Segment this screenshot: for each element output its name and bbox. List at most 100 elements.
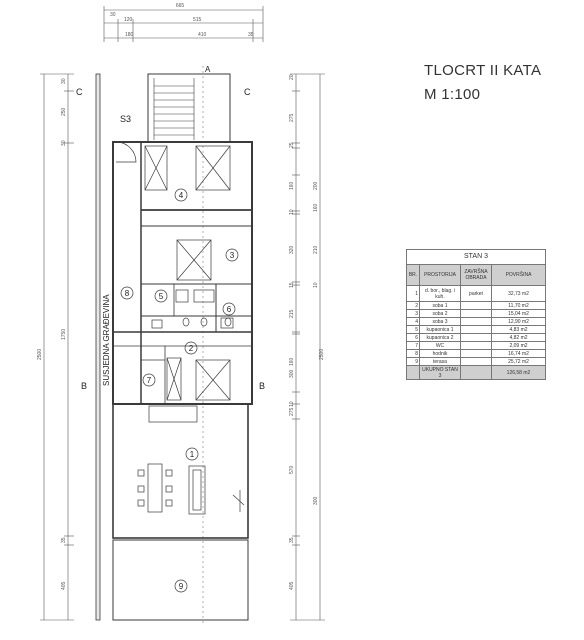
dim-left-30b: 30 <box>61 140 67 146</box>
dim-top-overall: 665 <box>176 3 185 9</box>
drawing-title: TLOCRT II KATA <box>424 62 542 79</box>
legend-row-finish: parket <box>460 285 492 302</box>
neighbor-building-label: SUSJEDNA GRAĐEVINA <box>102 294 111 386</box>
dim-right-210: 210 <box>313 245 319 254</box>
legend-row: 2 soba 1 11,70 m2 <box>406 301 546 310</box>
legend-header-room: PROSTORIJA <box>419 264 461 286</box>
section-label-b-left: B <box>81 381 87 391</box>
legend-header-finish: ZAVRŠNA OBRADA <box>460 264 492 286</box>
dim-left-405: 405 <box>61 581 67 590</box>
dim-left-35: 35 <box>61 537 67 543</box>
legend-header-area: POVRŠINA <box>491 264 546 286</box>
legend-caption: STAN 3 <box>406 249 546 265</box>
dim-left-30: 30 <box>61 78 67 84</box>
dim-right-275a: 275 <box>289 113 295 122</box>
legend-row: 8 hodnik 16,74 m2 <box>406 349 546 358</box>
legend-row-area: 25,72 m2 <box>491 357 546 366</box>
room-number-5: 5 <box>159 292 164 301</box>
legend-row-room: kupaonica 1 <box>419 325 461 334</box>
legend-row-area: 32,73 m2 <box>491 285 546 302</box>
legend-row-finish <box>460 309 492 318</box>
legend-row-num: 1 <box>406 285 420 302</box>
dim-right-300b: 300 <box>313 496 319 505</box>
legend-row-finish <box>460 341 492 350</box>
dim-top-35: 35 <box>248 32 254 38</box>
room-number-7: 7 <box>147 376 152 385</box>
legend-row-area: 11,70 m2 <box>491 301 546 310</box>
section-label-c-right: C <box>244 87 251 97</box>
legend-row-area: 12,90 m2 <box>491 317 546 326</box>
dim-right-20: 20 <box>289 74 295 80</box>
legend-row-num: 4 <box>406 317 420 326</box>
dim-right-405: 405 <box>289 581 295 590</box>
area-legend-table: STAN 3 BR. PROSTORIJA ZAVRŠNA OBRADA POV… <box>406 249 546 380</box>
legend-row: 4 soba 3 12,90 m2 <box>406 317 546 326</box>
legend-row-finish <box>460 301 492 310</box>
legend-row-room: terasa <box>419 357 461 366</box>
room-number-8: 8 <box>125 289 130 298</box>
legend-row-room: soba 1 <box>419 301 461 310</box>
legend-row-num: 6 <box>406 333 420 342</box>
stair-label: S3 <box>120 114 131 124</box>
dim-right-215: 215 <box>289 309 295 318</box>
dim-top-515: 515 <box>193 17 202 23</box>
legend-row-room: kupaonica 2 <box>419 333 461 342</box>
legend-row-num: 5 <box>406 325 420 334</box>
dim-right-10b: 10 <box>289 401 295 407</box>
dim-right-25: 25 <box>289 142 295 148</box>
legend-row: 5 kupaonica 1 4,83 m2 <box>406 325 546 334</box>
room-number-4: 4 <box>179 191 184 200</box>
legend-row-num: 9 <box>406 357 420 366</box>
legend-row-room: WC <box>419 341 461 350</box>
top-dimension-lines <box>103 6 264 42</box>
dim-right-10a: 10 <box>289 209 295 215</box>
legend-row-finish <box>460 357 492 366</box>
legend-row-area: 15,04 m2 <box>491 309 546 318</box>
furniture <box>115 141 245 515</box>
legend-row-finish <box>460 317 492 326</box>
room-number-9: 9 <box>179 582 184 591</box>
legend-row-room: d. bor., blag. i kuh. <box>419 285 461 302</box>
dim-right-15: 15 <box>289 282 295 288</box>
dim-right-160c: 160 <box>313 203 319 212</box>
section-label-b-right: B <box>259 381 265 391</box>
legend-row-num: 2 <box>406 301 420 310</box>
legend-row-area: 2,09 m2 <box>491 341 546 350</box>
legend-row: 6 kupaonica 2 4,82 m2 <box>406 333 546 342</box>
dim-right-570: 570 <box>289 465 295 474</box>
staircase <box>153 78 195 140</box>
dim-right-10c: 10 <box>313 282 319 288</box>
legend-row-room: soba 3 <box>419 317 461 326</box>
right-dimension-lines <box>290 73 325 621</box>
legend-row-room: soba 2 <box>419 309 461 318</box>
dim-top-180: 180 <box>125 32 134 38</box>
section-label-a: A <box>205 65 211 74</box>
dim-left-1750: 1750 <box>61 329 67 340</box>
dim-right-160a: 160 <box>289 181 295 190</box>
legend-row-num: 7 <box>406 341 420 350</box>
legend-row-room: hodnik <box>419 349 461 358</box>
legend-row-finish <box>460 325 492 334</box>
section-label-c-left: C <box>76 87 83 97</box>
dim-right-320: 320 <box>289 245 295 254</box>
legend-row: 1 d. bor., blag. i kuh. parket 32,73 m2 <box>406 285 546 302</box>
dim-right-275b: 275 <box>289 407 295 416</box>
dim-right-35: 35 <box>289 537 295 543</box>
left-dimension-lines <box>40 73 74 621</box>
building-walls <box>95 73 253 621</box>
legend-row-num: 8 <box>406 349 420 358</box>
dim-right-300a: 300 <box>289 369 295 378</box>
legend-header-num: BR. <box>406 264 420 286</box>
room-number-circles <box>120 188 239 593</box>
dim-right-160b: 160 <box>289 357 295 366</box>
legend-row-area: 4,83 m2 <box>491 325 546 334</box>
dim-left-overall: 2500 <box>37 349 43 360</box>
legend-row-num: 3 <box>406 309 420 318</box>
dim-right-200: 200 <box>313 181 319 190</box>
legend-row: 3 soba 2 15,04 m2 <box>406 309 546 318</box>
dim-top-410: 410 <box>198 32 207 38</box>
legend-row-area: 16,74 m2 <box>491 349 546 358</box>
room-number-3: 3 <box>230 251 235 260</box>
legend-row-finish <box>460 349 492 358</box>
